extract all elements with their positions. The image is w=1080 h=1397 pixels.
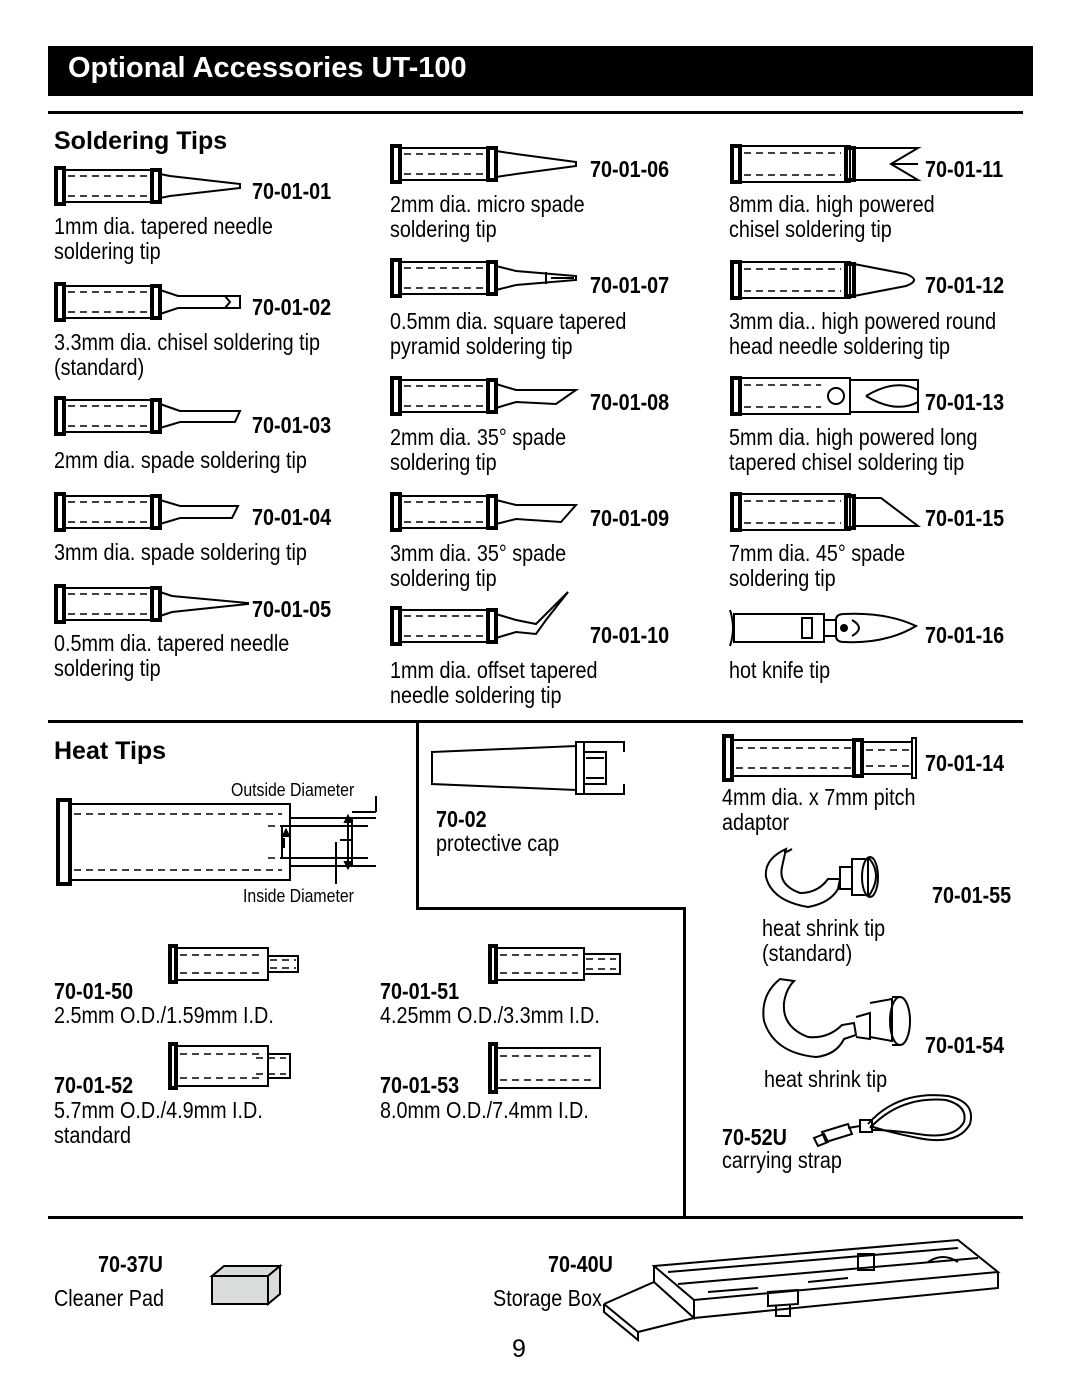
part-70-01-54: 70-01-54	[925, 1032, 1005, 1058]
protective-cap-icon	[431, 741, 625, 795]
heat-tip-diagram-icon	[56, 796, 377, 886]
desc-70-01-04: 3mm dia. spade soldering tip	[54, 539, 307, 565]
part-70-01-03: 70-01-03	[252, 412, 332, 438]
part-70-01-08: 70-01-08	[590, 389, 670, 415]
soldering-tip-70-01-13-icon	[730, 376, 919, 416]
hot-knife-tip-icon	[729, 609, 919, 647]
desc-70-01-02: 3.3mm dia. chisel soldering tip (standar…	[54, 329, 321, 380]
part-70-37U: 70-37U	[98, 1251, 163, 1277]
desc-70-01-05: 0.5mm dia. tapered needle soldering tip	[54, 630, 290, 681]
soldering-tip-70-01-12-icon	[730, 260, 915, 300]
part-70-01-55: 70-01-55	[932, 882, 1012, 908]
part-70-01-04: 70-01-04	[252, 504, 332, 530]
outside-diameter-label: Outside Diameter	[231, 780, 355, 800]
part-70-01-01: 70-01-01	[252, 178, 332, 204]
heat-tip-70-01-53-icon	[488, 1042, 601, 1094]
desc-70-01-08: 2mm dia. 35° spade soldering tip	[390, 424, 567, 475]
desc-70-01-10: 1mm dia. offset tapered needle soldering…	[390, 657, 598, 708]
desc-70-01-03: 2mm dia. spade soldering tip	[54, 447, 307, 473]
desc-70-01-54: heat shrink tip	[764, 1066, 888, 1092]
desc-70-01-09: 3mm dia. 35° spade soldering tip	[390, 540, 567, 591]
desc-70-01-53: 8.0mm O.D./7.4mm I.D.	[380, 1097, 589, 1123]
inside-diameter-label: Inside Diameter	[243, 886, 354, 906]
adaptor-70-01-14-icon	[722, 734, 917, 782]
soldering-tips-heading: Soldering Tips	[54, 127, 228, 155]
cleaner-pad-icon	[209, 1263, 283, 1307]
part-70-40U: 70-40U	[548, 1251, 613, 1277]
divider-vertical-1	[416, 722, 419, 910]
part-70-01-02: 70-01-02	[252, 294, 332, 320]
desc-70-02: protective cap	[436, 830, 560, 856]
carrying-strap-icon	[812, 1094, 972, 1148]
header-rule	[48, 111, 1023, 114]
part-70-01-05: 70-01-05	[252, 596, 332, 622]
desc-70-01-51: 4.25mm O.D./3.3mm I.D.	[380, 1002, 600, 1028]
heat-tip-70-01-51-icon	[488, 944, 621, 984]
section-rule	[48, 720, 1023, 723]
desc-70-01-13: 5mm dia. high powered long tapered chise…	[729, 424, 978, 475]
page-number: 9	[512, 1335, 526, 1363]
bottom-rule	[48, 1216, 1023, 1219]
desc-70-01-14: 4mm dia. x 7mm pitch adaptor	[722, 784, 916, 835]
part-70-01-07: 70-01-07	[590, 272, 670, 298]
soldering-tip-70-01-06-icon	[390, 144, 577, 184]
header-bar	[48, 46, 1033, 96]
desc-70-40U: Storage Box	[493, 1285, 602, 1311]
desc-70-01-16: hot knife tip	[729, 657, 831, 683]
part-70-01-15: 70-01-15	[925, 505, 1005, 531]
part-70-01-09: 70-01-09	[590, 505, 670, 531]
desc-70-01-07: 0.5mm dia. square tapered pyramid solder…	[390, 308, 627, 359]
soldering-tip-70-01-09-icon	[390, 492, 579, 532]
soldering-tip-70-01-15-icon	[730, 492, 921, 532]
divider-horizontal	[416, 907, 686, 910]
desc-70-37U: Cleaner Pad	[54, 1285, 164, 1311]
desc-70-01-15: 7mm dia. 45° spade soldering tip	[729, 540, 906, 591]
soldering-tip-70-01-10-icon	[390, 591, 569, 646]
part-70-02: 70-02	[436, 806, 487, 832]
desc-70-01-52: 5.7mm O.D./4.9mm I.D. standard	[54, 1097, 263, 1148]
page-title: Optional Accessories UT-100	[68, 52, 467, 84]
desc-70-01-55: heat shrink tip (standard)	[762, 915, 886, 966]
part-70-01-52: 70-01-52	[54, 1072, 134, 1098]
soldering-tip-70-01-04-icon	[54, 492, 240, 532]
soldering-tip-70-01-01-icon	[54, 166, 241, 206]
desc-70-01-01: 1mm dia. tapered needle soldering tip	[54, 213, 273, 264]
desc-70-01-50: 2.5mm O.D./1.59mm I.D.	[54, 1002, 274, 1028]
soldering-tip-70-01-07-icon	[390, 258, 577, 298]
part-70-01-13: 70-01-13	[925, 389, 1005, 415]
part-70-01-12: 70-01-12	[925, 272, 1005, 298]
part-70-01-53: 70-01-53	[380, 1072, 460, 1098]
heat-shrink-tip-icon	[762, 977, 911, 1059]
soldering-tip-70-01-05-icon	[54, 584, 249, 624]
heat-shrink-tip-standard-icon	[764, 847, 879, 909]
part-70-01-14: 70-01-14	[925, 750, 1005, 776]
desc-70-01-11: 8mm dia. high powered chisel soldering t…	[729, 191, 935, 242]
part-70-01-06: 70-01-06	[590, 156, 670, 182]
part-70-01-10: 70-01-10	[590, 622, 670, 648]
divider-vertical-2	[683, 907, 686, 1217]
part-70-01-11: 70-01-11	[925, 156, 1004, 182]
soldering-tip-70-01-11-icon	[730, 144, 922, 184]
storage-box-icon	[603, 1238, 1001, 1343]
part-70-52U: 70-52U	[722, 1124, 787, 1150]
soldering-tip-70-01-03-icon	[54, 396, 242, 436]
heat-tip-70-01-50-icon	[168, 944, 299, 984]
heat-tip-70-01-52-icon	[168, 1042, 291, 1090]
soldering-tip-70-01-02-icon	[54, 282, 241, 322]
heat-tips-heading: Heat Tips	[54, 737, 167, 765]
part-70-01-51: 70-01-51	[380, 978, 460, 1004]
soldering-tip-70-01-08-icon	[390, 376, 580, 416]
desc-70-01-06: 2mm dia. micro spade soldering tip	[390, 191, 585, 242]
desc-70-52U: carrying strap	[722, 1147, 842, 1173]
part-70-01-16: 70-01-16	[925, 622, 1005, 648]
part-70-01-50: 70-01-50	[54, 978, 134, 1004]
desc-70-01-12: 3mm dia.. high powered round head needle…	[729, 308, 997, 359]
